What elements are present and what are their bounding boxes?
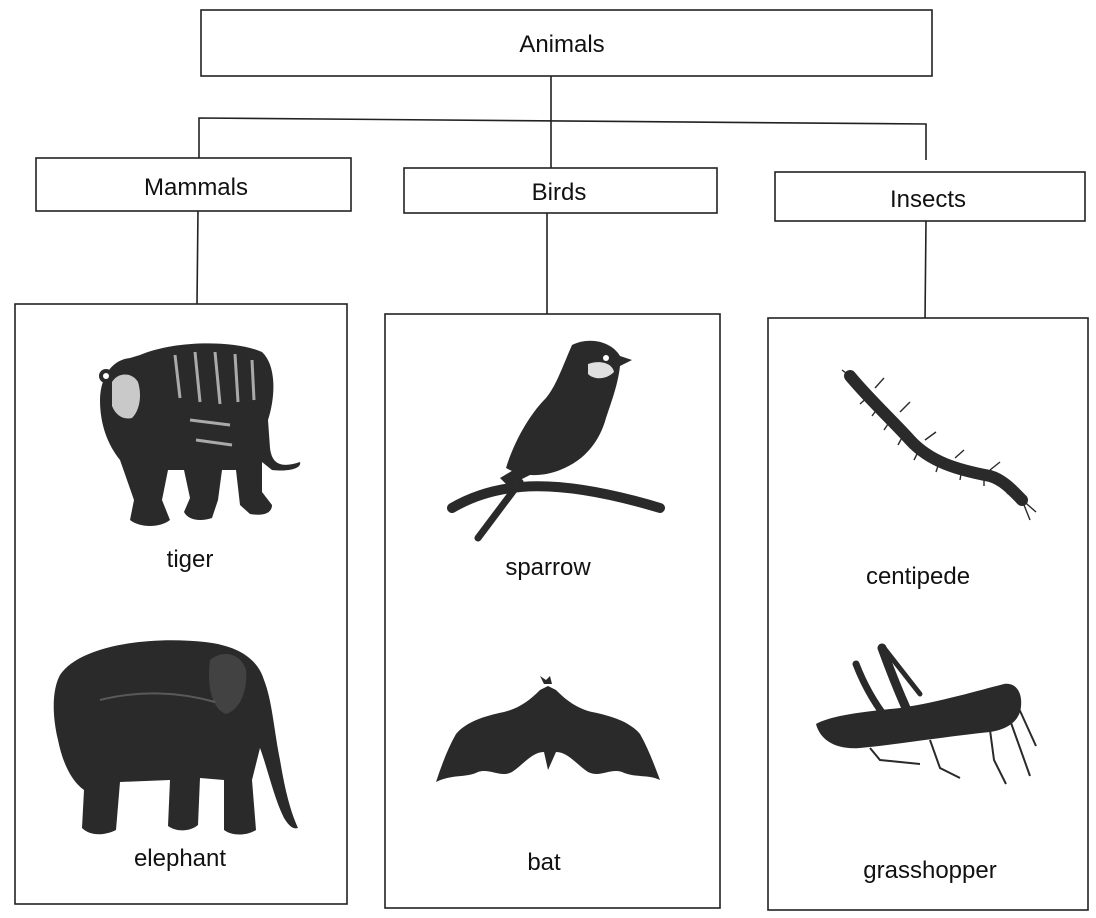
connector-insects-down (925, 220, 926, 322)
root-node: Animals (201, 10, 932, 76)
animal-label-centipede: centipede (866, 563, 970, 590)
category-label-insects: Insects (890, 186, 966, 213)
animal-label-bat: bat (527, 849, 561, 876)
category-label-birds: Birds (532, 179, 587, 206)
animal-label-sparrow: sparrow (505, 554, 591, 581)
animal-label-elephant: elephant (134, 845, 226, 872)
panel-insects (768, 318, 1088, 910)
animal-label-grasshopper: grasshopper (863, 857, 996, 884)
category-label-mammals: Mammals (144, 174, 248, 201)
category-node-insects: Insects (775, 172, 1085, 221)
category-node-birds: Birds (404, 168, 717, 213)
root-label: Animals (519, 31, 604, 58)
category-node-mammals: Mammals (36, 158, 351, 211)
connector-horizontal (199, 118, 926, 160)
connector-mammals-down (197, 210, 198, 304)
animal-label-tiger: tiger (167, 546, 214, 573)
